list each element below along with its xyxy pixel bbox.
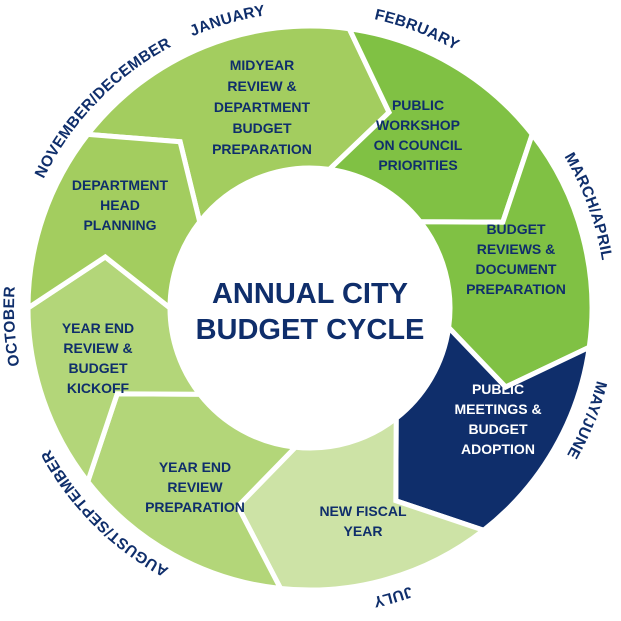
segment-label-line: PREPARATION bbox=[466, 281, 566, 297]
segment-label-line: BUDGET bbox=[486, 221, 546, 237]
segment-label-8: DEPARTMENT HEAD PLANNING bbox=[72, 177, 169, 233]
segment-label-line: ON COUNCIL bbox=[374, 137, 463, 153]
segment-label-line: PRIORITIES bbox=[378, 157, 457, 173]
segment-label-6: YEAR END REVIEW PREPARATION bbox=[145, 459, 245, 515]
month-label-text: JULY bbox=[371, 583, 414, 610]
segment-label-line: DOCUMENT bbox=[476, 261, 557, 277]
segment-label-line: MEETINGS & bbox=[454, 401, 541, 417]
segment-label-line: DEPARTMENT bbox=[72, 177, 169, 193]
segment-label-line: PREPARATION bbox=[212, 141, 312, 157]
segment-label-2: PUBLIC WORKSHOP ON COUNCIL PRIORITIES bbox=[374, 97, 463, 173]
center-circle bbox=[170, 168, 450, 448]
title-line-1: ANNUAL CITY bbox=[212, 278, 408, 310]
segment-label-line: PUBLIC bbox=[472, 381, 524, 397]
segment-label-line: REVIEW bbox=[167, 479, 223, 495]
segment-label-4: PUBLIC MEETINGS & BUDGET ADOPTION bbox=[454, 381, 541, 457]
segment-label-line: MIDYEAR bbox=[230, 57, 295, 73]
segment-label-1: MIDYEAR REVIEW & DEPARTMENT BUDGET PREPARATI… bbox=[212, 57, 312, 157]
segment-label-line: REVIEW & bbox=[63, 340, 132, 356]
segment-label-3: BUDGET REVIEWS & DOCUMENT PREPARATION bbox=[466, 221, 566, 297]
segment-label-line: ADOPTION bbox=[461, 441, 535, 457]
segment-label-line: REVIEW & bbox=[227, 78, 296, 94]
segment-label-line: DEPARTMENT bbox=[214, 99, 311, 115]
segment-labels-layer: MIDYEAR REVIEW & DEPARTMENT BUDGET PREPARATI… bbox=[62, 57, 566, 539]
segment-label-line: REVIEWS & bbox=[477, 241, 556, 257]
segment-label-line: WORKSHOP bbox=[376, 117, 460, 133]
segment-label-line: PUBLIC bbox=[392, 97, 444, 113]
month-label-text: OCTOBER bbox=[1, 286, 23, 368]
segment-label-line: BUDGET bbox=[232, 120, 292, 136]
segment-label-line: BUDGET bbox=[468, 421, 528, 437]
segment-label-line: PLANNING bbox=[83, 217, 156, 233]
segment-label-5: NEW FISCAL YEAR bbox=[319, 503, 407, 539]
segment-label-line: PREPARATION bbox=[145, 499, 245, 515]
segment-label-line: BUDGET bbox=[68, 360, 128, 376]
month-label-5: JULY bbox=[371, 583, 414, 610]
segment-label-line: NEW FISCAL bbox=[319, 503, 407, 519]
segment-label-line: YEAR END bbox=[159, 459, 231, 475]
segment-label-line: HEAD bbox=[100, 197, 140, 213]
month-label-7: OCTOBER bbox=[1, 286, 24, 368]
segment-label-line: KICKOFF bbox=[67, 380, 130, 396]
title-line-2: BUDGET CYCLE bbox=[196, 314, 425, 346]
segment-label-line: YEAR END bbox=[62, 320, 134, 336]
segment-label-7: YEAR END REVIEW & BUDGET KICKOFF bbox=[62, 320, 134, 396]
segment-label-line: YEAR bbox=[344, 523, 383, 539]
